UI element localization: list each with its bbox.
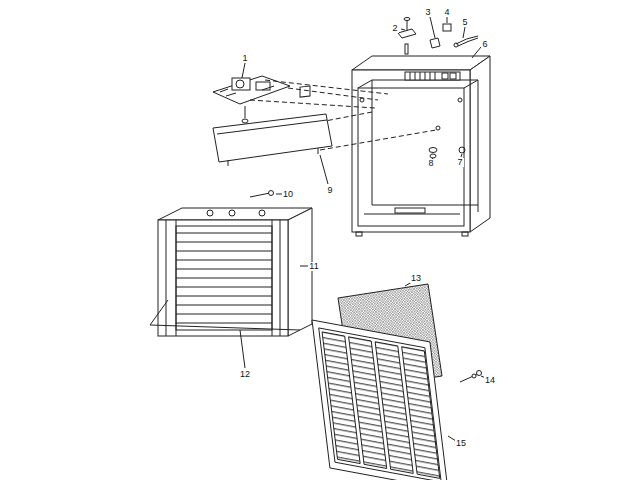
callout-number: 11 bbox=[308, 262, 319, 271]
callout-number: 14 bbox=[484, 376, 496, 385]
callout-number: 10 bbox=[282, 190, 294, 199]
callout-number: 13 bbox=[410, 274, 422, 283]
callout-number: 3 bbox=[424, 8, 431, 17]
callout-number: 9 bbox=[326, 186, 333, 195]
callout-number: 7 bbox=[456, 158, 463, 167]
callout-number: 15 bbox=[455, 439, 467, 448]
callout-number: 8 bbox=[427, 159, 434, 168]
callout-number: 4 bbox=[443, 8, 450, 17]
callout-number: 12 bbox=[239, 370, 251, 379]
callout-number: 5 bbox=[461, 18, 468, 27]
callout-number: 2 bbox=[391, 24, 398, 33]
callout-number: 1 bbox=[241, 54, 248, 63]
callout-number: 6 bbox=[481, 40, 488, 49]
